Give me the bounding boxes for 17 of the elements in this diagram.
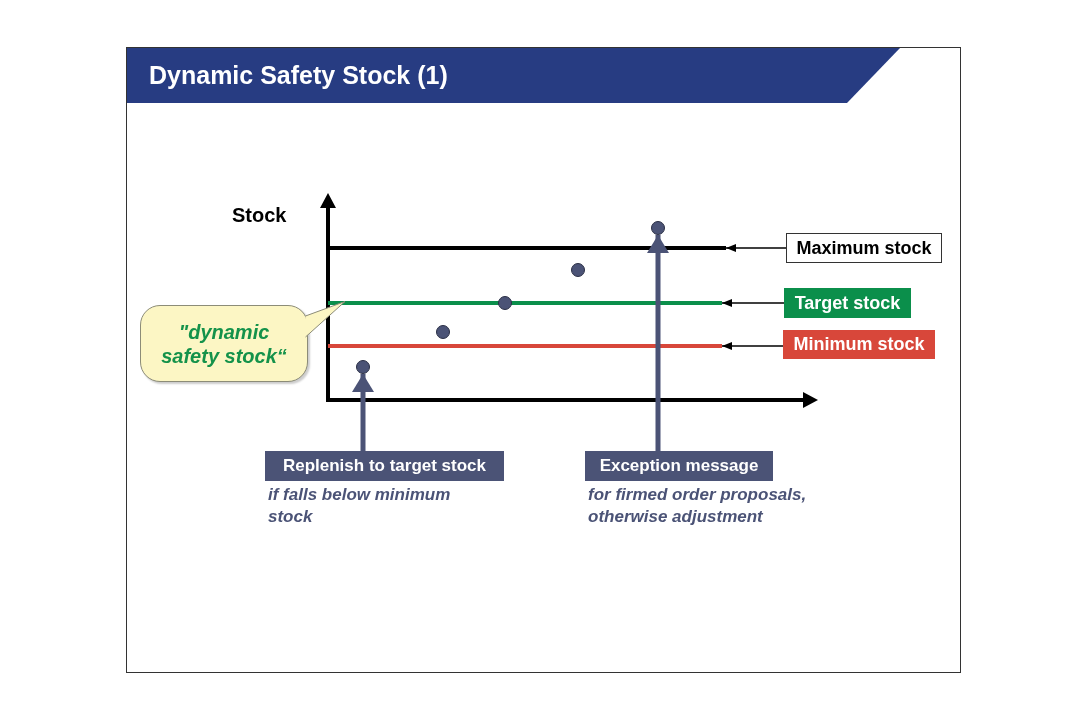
dot-icon xyxy=(356,360,370,374)
dot-icon xyxy=(651,221,665,235)
arrow xyxy=(725,244,787,252)
note-text: if falls below minimum stock xyxy=(268,484,452,528)
axis-label: Stock xyxy=(232,204,287,227)
note-text: for firmed order proposals, otherwise adjustment xyxy=(588,484,808,528)
action-label: Exception message xyxy=(585,451,773,481)
slide-title: Dynamic Safety Stock (1) xyxy=(149,61,448,90)
level-label: Maximum stock xyxy=(786,233,942,263)
arrow xyxy=(721,299,785,307)
level-label: Minimum stock xyxy=(783,330,935,359)
level-label: Target stock xyxy=(784,288,911,318)
arrow xyxy=(721,342,784,350)
arrow xyxy=(352,374,374,451)
action-label: Replenish to target stock xyxy=(265,451,504,481)
callout-bubble: "dynamic safety stock“ xyxy=(140,305,308,382)
arrow xyxy=(647,235,669,451)
